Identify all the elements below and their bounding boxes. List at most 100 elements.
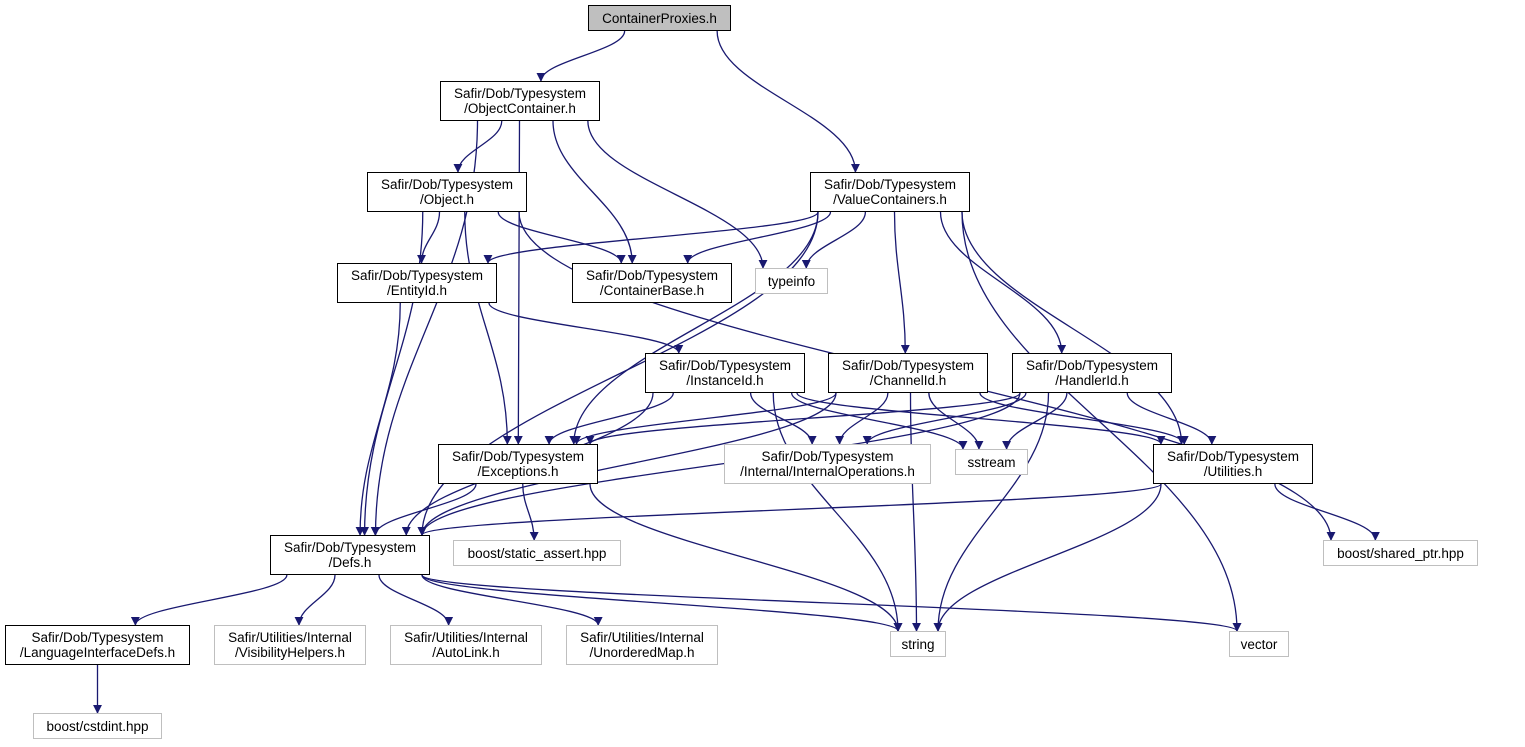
node-contbase[interactable]: Safir/Dob/Typesystem/ContainerBase.h	[572, 263, 732, 303]
edge-object-to-entityid	[417, 211, 441, 264]
edge-entityid-to-defs	[355, 302, 401, 536]
edge-defs-to-string	[421, 574, 903, 632]
edge-valcont-to-contbase	[683, 211, 832, 264]
edge-handid-to-sstream	[1002, 392, 1068, 450]
edge-handid-to-except	[585, 392, 1021, 445]
edge-defs-to-vishelp	[294, 574, 336, 626]
node-instid[interactable]: Safir/Dob/Typesystem/InstanceId.h	[645, 353, 805, 393]
node-label-line1: Safir/Dob/Typesystem	[1166, 449, 1300, 464]
edge-valcont-to-handid	[939, 211, 1067, 354]
node-root[interactable]: ContainerProxies.h	[588, 5, 731, 31]
edge-defs-to-unmap	[421, 574, 603, 626]
node-defs[interactable]: Safir/Dob/Typesystem/Defs.h	[270, 535, 430, 575]
node-label-line2: /VisibilityHelpers.h	[234, 645, 346, 660]
node-label-line2: /LanguageInterfaceDefs.h	[19, 645, 176, 660]
edge-chanid-to-sstream	[928, 392, 984, 450]
node-label-line1: string	[901, 636, 935, 652]
node-label-line1: Safir/Dob/Typesystem	[1025, 358, 1159, 373]
node-entityid[interactable]: Safir/Dob/Typesystem/EntityId.h	[337, 263, 497, 303]
edge-instid-to-except	[544, 392, 674, 445]
edge-objcont-to-typeinfo	[587, 120, 768, 269]
edge-instid-to-string	[772, 392, 903, 632]
edge-handid-to-defs	[417, 392, 1021, 536]
edge-objcont-to-contbase	[552, 120, 637, 264]
node-autolink: Safir/Utilities/Internal/AutoLink.h	[390, 625, 542, 665]
node-sharedptr: boost/shared_ptr.hpp	[1323, 540, 1478, 566]
node-label-line1: Safir/Utilities/Internal	[228, 630, 352, 645]
node-label-line2: /Exceptions.h	[477, 464, 559, 479]
edge-valcont-to-except	[569, 211, 819, 445]
edge-instid-to-sstream	[790, 392, 968, 450]
edge-handid-to-string	[933, 392, 1050, 632]
node-unmap: Safir/Utilities/Internal/UnorderedMap.h	[566, 625, 718, 665]
edge-defs-to-autolink	[378, 574, 454, 626]
node-label-line2: /Utilities.h	[1203, 464, 1263, 479]
node-label-line1: Safir/Utilities/Internal	[580, 630, 704, 645]
edge-chanid-to-defs	[417, 392, 837, 536]
node-string: string	[890, 631, 946, 657]
node-typeinfo: typeinfo	[755, 268, 828, 294]
node-label-line1: Safir/Dob/Typesystem	[283, 540, 417, 555]
edge-except-to-static	[522, 483, 539, 541]
node-label-line1: typeinfo	[767, 273, 816, 289]
edge-handid-to-intops	[862, 392, 1027, 445]
node-label-line1: boost/static_assert.hpp	[467, 545, 607, 561]
node-label-line2: /Object.h	[419, 192, 475, 207]
node-label-line1: Safir/Dob/Typesystem	[823, 177, 957, 192]
edge-defs-to-langif	[130, 574, 288, 626]
node-label-line2: /ObjectContainer.h	[464, 101, 576, 116]
node-vishelp: Safir/Utilities/Internal/VisibilityHelpe…	[214, 625, 366, 665]
node-intops: Safir/Dob/Typesystem/Internal/InternalOp…	[724, 444, 931, 484]
node-label-line1: Safir/Dob/Typesystem	[31, 630, 164, 645]
edge-object-to-except	[464, 211, 512, 445]
edge-root-to-objcont	[536, 30, 626, 82]
node-label-line2: /UnorderedMap.h	[589, 645, 695, 660]
edge-entityid-to-instid	[488, 302, 684, 354]
edge-valcont-to-typeinfo	[801, 211, 867, 269]
edge-object-to-contbase	[497, 211, 626, 264]
edge-chanid-to-string	[909, 392, 921, 632]
node-valcont[interactable]: Safir/Dob/Typesystem/ValueContainers.h	[810, 172, 970, 212]
edge-util-to-defs	[417, 483, 1162, 536]
node-util[interactable]: Safir/Dob/Typesystem/Utilities.h	[1153, 444, 1313, 484]
node-label-line1: Safir/Dob/Typesystem	[451, 449, 585, 464]
node-label-line1: sstream	[967, 454, 1016, 470]
node-static: boost/static_assert.hpp	[453, 540, 621, 566]
node-label-line2: /ValueContainers.h	[833, 192, 947, 207]
node-cstdint: boost/cstdint.hpp	[33, 713, 162, 739]
node-objcont[interactable]: Safir/Dob/Typesystem/ObjectContainer.h	[440, 81, 600, 121]
node-except[interactable]: Safir/Dob/Typesystem/Exceptions.h	[438, 444, 598, 484]
node-label-line1: Safir/Dob/Typesystem	[350, 268, 484, 283]
edge-object-to-defs	[360, 211, 424, 536]
edge-valcont-to-util	[961, 211, 1187, 445]
node-label-line1: Safir/Dob/Typesystem	[585, 268, 719, 283]
edge-util-to-sharedptr	[1274, 483, 1380, 541]
node-langif[interactable]: Safir/Dob/Typesystem/LanguageInterfaceDe…	[5, 625, 190, 665]
edge-instid-to-intops	[749, 392, 817, 445]
edge-handid-to-util	[1126, 392, 1217, 445]
node-label-line1: boost/cstdint.hpp	[46, 718, 149, 734]
node-object[interactable]: Safir/Dob/Typesystem/Object.h	[367, 172, 527, 212]
node-label-line2: /Internal/InternalOperations.h	[740, 464, 915, 479]
edge-chanid-to-intops	[835, 392, 889, 445]
node-label-line2: /AutoLink.h	[432, 645, 500, 660]
edge-root-to-valcont	[716, 30, 860, 173]
node-chanid[interactable]: Safir/Dob/Typesystem/ChannelId.h	[828, 353, 988, 393]
node-label-line1: Safir/Dob/Typesystem	[841, 358, 975, 373]
node-handid[interactable]: Safir/Dob/Typesystem/HandlerId.h	[1012, 353, 1172, 393]
edge-valcont-to-entityid	[483, 211, 819, 264]
node-label-line1: Safir/Dob/Typesystem	[453, 86, 587, 101]
node-label-line2: /Defs.h	[328, 555, 372, 570]
edge-util-to-string	[933, 483, 1162, 632]
node-label-line1: ContainerProxies.h	[602, 10, 717, 26]
node-label-line1: Safir/Dob/Typesystem	[658, 358, 792, 373]
edge-defs-to-vector	[421, 574, 1242, 632]
node-label-line2: /HandlerId.h	[1055, 373, 1129, 388]
edge-except-to-defs	[370, 483, 477, 536]
edge-objcont-to-object	[453, 120, 503, 173]
node-label-line2: /ContainerBase.h	[599, 283, 705, 298]
node-label-line1: vector	[1240, 636, 1278, 652]
node-vector: vector	[1229, 631, 1289, 657]
node-label-line2: /InstanceId.h	[686, 373, 764, 388]
